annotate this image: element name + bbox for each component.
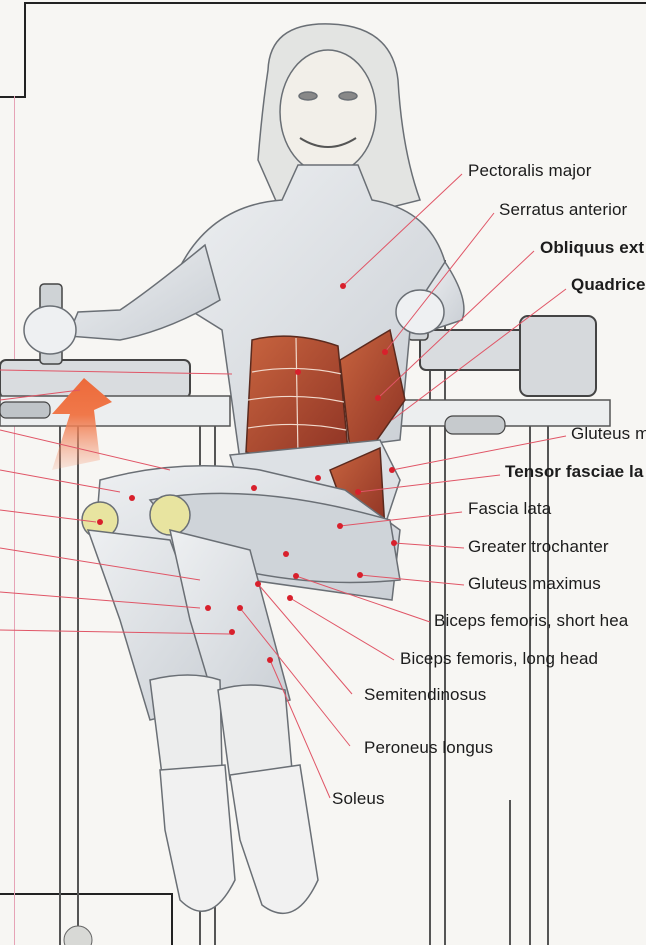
label-semitendinosus: Semitendinosus: [364, 685, 486, 705]
label-serratus-anterior: Serratus anterior: [499, 200, 627, 220]
label-gluteus-maximus: Gluteus maximus: [468, 574, 601, 594]
label-gluteus-m: Gluteus m: [571, 424, 646, 444]
label-greater-trochanter: Greater trochanter: [468, 537, 609, 557]
label-fascia-lata: Fascia lata: [468, 499, 551, 519]
label-soleus: Soleus: [332, 789, 385, 809]
label-peroneus-longus: Peroneus longus: [364, 738, 493, 758]
label-obliquus-ext: Obliquus ext: [540, 238, 644, 258]
label-quadrice: Quadrice: [571, 275, 646, 295]
label-biceps-femoris-long: Biceps femoris, long head: [400, 649, 598, 669]
small-figure-head: [64, 926, 92, 945]
label-pectoralis-major: Pectoralis major: [468, 161, 591, 181]
label-biceps-femoris-short: Biceps femoris, short hea: [434, 611, 628, 631]
label-tensor-fasciae: Tensor fasciae la: [505, 462, 643, 482]
